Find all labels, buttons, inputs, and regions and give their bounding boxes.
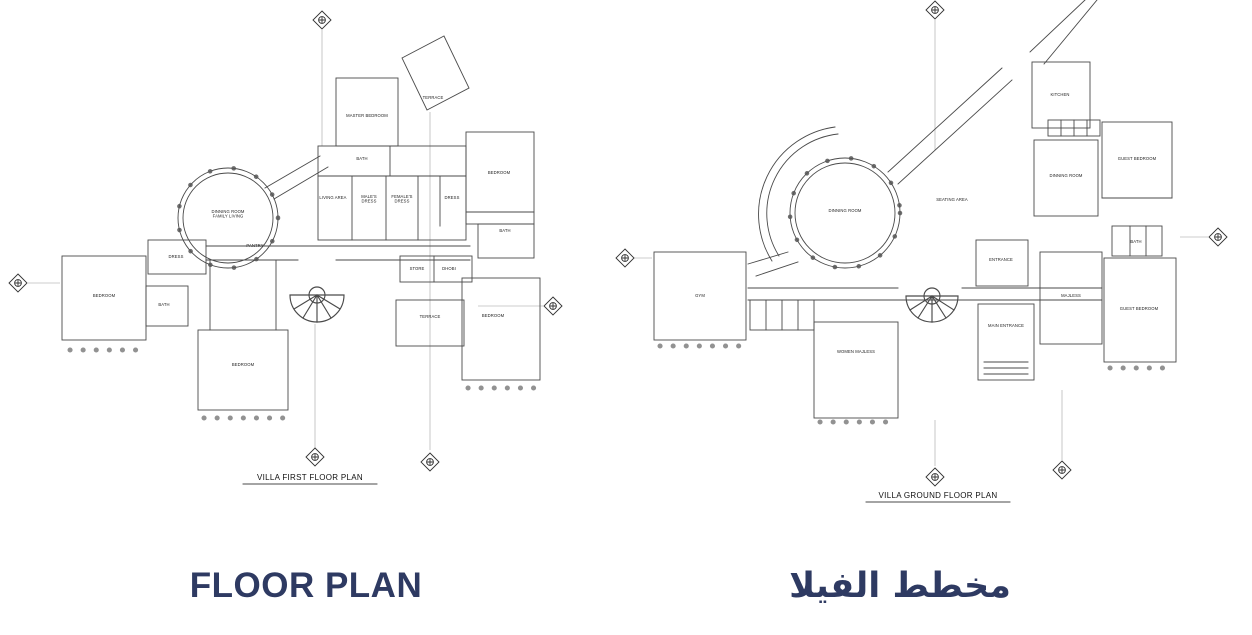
first-floor-plan: TERRACE MASTER BEDROOM BATH LIVING AREA MALE… xyxy=(8,10,563,485)
ground-floor-plan-title: VILLA GROUND FLOOR PLAN xyxy=(879,491,998,500)
section-marker-icon xyxy=(1052,460,1072,480)
room-label-kitchen: KITCHEN xyxy=(1050,92,1069,97)
wall-lines xyxy=(653,0,1177,419)
section-marker-icon xyxy=(305,447,325,467)
room-label-guest-bedroom: GUEST BEDROOM xyxy=(1120,306,1159,311)
room-label-dress: DRESS xyxy=(169,254,184,259)
room-label-terrace: TERRACE xyxy=(420,314,441,319)
caption-villa-plan-arabic: مخطط الفيلا xyxy=(789,566,1011,606)
room-label-terrace: TERRACE xyxy=(423,95,444,100)
room-label-bath: BATH xyxy=(158,302,169,307)
section-marker-icon xyxy=(615,248,635,268)
room-label-dinning-room: DINNING ROOM xyxy=(828,208,861,213)
section-marker-icon xyxy=(420,452,440,472)
terrace-hatch-area xyxy=(401,35,470,111)
room-label-women-majless: WOMEN MAJLESS xyxy=(837,349,875,354)
floor-plans-drawing: TERRACE MASTER BEDROOM BATH LIVING AREA MALE… xyxy=(8,0,1228,503)
ground-floor-plan: KITCHEN GUEST BEDROOM DINNING ROOM SEATING … xyxy=(615,0,1228,503)
room-label-pantry: PANTRY xyxy=(246,243,263,248)
room-label-bedroom: BEDROOM xyxy=(488,170,511,175)
room-label-guest-bedroom: GUEST BEDROOM xyxy=(1118,156,1157,161)
room-label-bath: BATH xyxy=(499,228,510,233)
wall-lines xyxy=(61,77,541,411)
construction-lines xyxy=(28,30,543,450)
room-label-dhobi: DHOBI xyxy=(442,266,456,271)
room-label-living-area: LIVING AREA xyxy=(319,195,346,200)
room-labels: KITCHEN GUEST BEDROOM DINNING ROOM SEATING … xyxy=(695,92,1159,354)
construction-lines xyxy=(634,20,1208,466)
section-marker-icon xyxy=(1208,227,1228,247)
spiral-stair-icon xyxy=(905,287,959,323)
grid-bubbles xyxy=(67,347,539,421)
room-label-bedroom: BEDROOM xyxy=(482,313,505,318)
section-marker-icon xyxy=(543,296,563,316)
room-label-store: STORE xyxy=(410,266,425,271)
room-label-entrance: ENTRANCE xyxy=(989,257,1013,262)
room-label-gym: GYM xyxy=(695,293,705,298)
room-label-bath: BATH xyxy=(1130,239,1141,244)
column-dots xyxy=(175,165,281,271)
terrace-hatch-area xyxy=(395,299,465,347)
room-label-dinning-room: DINNING ROOM xyxy=(1049,173,1082,178)
grid-bubbles xyxy=(657,343,1175,425)
first-floor-plan-title: VILLA FIRST FLOOR PLAN xyxy=(257,473,363,482)
spiral-stair-icon xyxy=(289,286,345,323)
section-marker-icon xyxy=(925,467,945,487)
room-label-bedroom: BEDROOM xyxy=(93,293,116,298)
room-label-majless: MAJLESS xyxy=(1061,293,1081,298)
section-marker-icon xyxy=(312,10,332,30)
section-markers xyxy=(8,10,563,472)
room-label-main-entrance: MAIN ENTRANCE xyxy=(988,323,1024,328)
room-label-master-bedroom: MASTER BEDROOM xyxy=(346,113,388,118)
room-label-dress: DRESS xyxy=(445,195,460,200)
section-marker-icon xyxy=(8,273,28,293)
room-label-seating-area: SEATING AREA xyxy=(936,197,968,202)
room-label-bath: BATH xyxy=(356,156,367,161)
section-marker-icon xyxy=(925,0,945,20)
column-dots xyxy=(787,155,903,271)
room-labels: TERRACE MASTER BEDROOM BATH LIVING AREA MALE… xyxy=(93,95,511,367)
room-label-bedroom: BEDROOM xyxy=(232,362,255,367)
caption-floor-plan: FLOOR PLAN xyxy=(189,566,423,605)
